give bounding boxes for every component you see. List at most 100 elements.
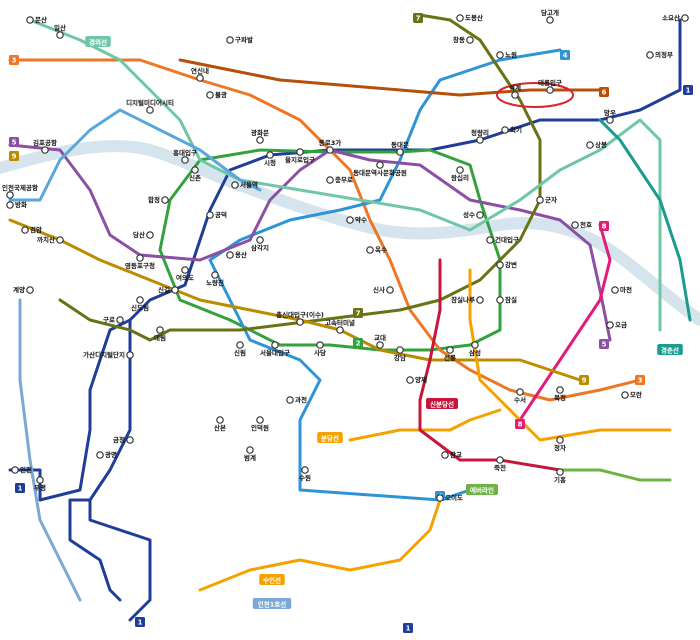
line-airport[interactable] bbox=[8, 108, 262, 202]
station-nowon[interactable]: 노원 bbox=[496, 50, 517, 59]
station-singil[interactable]: 신길 bbox=[158, 285, 179, 294]
station-marker[interactable] bbox=[406, 376, 414, 384]
station-marker[interactable] bbox=[226, 36, 234, 44]
station-marker[interactable] bbox=[146, 106, 154, 114]
station-incheon_airport[interactable]: 인천국제공항 bbox=[2, 183, 38, 199]
station-marker[interactable] bbox=[171, 286, 179, 294]
station-marker[interactable] bbox=[366, 246, 374, 254]
station-banghwa[interactable]: 방화 bbox=[6, 200, 27, 209]
station-marker[interactable] bbox=[476, 211, 484, 219]
station-marker[interactable] bbox=[536, 196, 544, 204]
station-marker[interactable] bbox=[26, 286, 34, 294]
station-jukjeon[interactable]: 죽전 bbox=[494, 456, 506, 472]
station-marker[interactable] bbox=[6, 201, 14, 209]
station-sinsa[interactable]: 신사 bbox=[373, 285, 394, 294]
station-marker[interactable] bbox=[556, 468, 564, 476]
line-everline[interactable] bbox=[558, 468, 672, 482]
station-soyosan[interactable]: 소요산 bbox=[662, 13, 689, 22]
station-marker[interactable] bbox=[256, 236, 264, 244]
station-bokjeong[interactable]: 복정 bbox=[554, 386, 566, 402]
station-marker[interactable] bbox=[231, 181, 239, 189]
station-marker[interactable] bbox=[36, 476, 44, 484]
station-bupyeong[interactable]: 부평 bbox=[34, 476, 46, 492]
station-gangnam[interactable]: 강남 bbox=[394, 346, 406, 362]
station-marker[interactable] bbox=[546, 86, 554, 94]
station-marker[interactable] bbox=[96, 451, 104, 459]
station-marker[interactable] bbox=[326, 146, 334, 154]
station-marker[interactable] bbox=[446, 346, 454, 354]
station-sangbong[interactable]: 상봉 bbox=[586, 140, 607, 149]
station-marker[interactable] bbox=[496, 456, 504, 464]
station-marker[interactable] bbox=[216, 416, 224, 424]
station-seoul_univ[interactable]: 서울대입구 bbox=[260, 341, 290, 357]
station-daerim[interactable]: 대림 bbox=[154, 326, 166, 342]
station-marker[interactable] bbox=[126, 351, 134, 359]
station-marker[interactable] bbox=[396, 148, 404, 156]
station-macheon[interactable]: 마천 bbox=[611, 285, 632, 294]
station-marker[interactable] bbox=[26, 16, 34, 24]
station-dongdaemun[interactable]: 동대문 bbox=[391, 140, 409, 156]
station-beomgye[interactable]: 범계 bbox=[244, 446, 256, 462]
station-marker[interactable] bbox=[236, 341, 244, 349]
station-marker[interactable] bbox=[516, 388, 524, 396]
station-marker[interactable] bbox=[56, 236, 64, 244]
station-mangu[interactable]: 망우 bbox=[604, 108, 616, 124]
station-giheung[interactable]: 기흥 bbox=[554, 468, 566, 484]
station-marker[interactable] bbox=[396, 346, 404, 354]
station-marker[interactable] bbox=[11, 466, 19, 474]
station-marker[interactable] bbox=[196, 74, 204, 82]
station-yongsan[interactable]: 용산 bbox=[226, 250, 247, 259]
station-marker[interactable] bbox=[21, 226, 29, 234]
station-express_bus[interactable]: 고속터미널 bbox=[325, 318, 355, 334]
line-8[interactable] bbox=[518, 223, 612, 422]
station-dobongsan[interactable]: 도봉산 bbox=[456, 13, 483, 22]
station-marker[interactable] bbox=[206, 91, 214, 99]
station-marker[interactable] bbox=[266, 151, 274, 159]
station-yeongdeungpo[interactable]: 영등포구청 bbox=[125, 254, 155, 270]
station-samseong[interactable]: 삼성 bbox=[469, 341, 481, 357]
station-wangsimni[interactable]: 왕십리 bbox=[451, 166, 469, 182]
station-marker[interactable] bbox=[326, 176, 334, 184]
station-marker[interactable] bbox=[41, 146, 49, 154]
station-marker[interactable] bbox=[496, 296, 504, 304]
line-4[interactable] bbox=[208, 48, 562, 502]
station-hoegi[interactable]: 회기 bbox=[501, 125, 522, 134]
station-seolleung[interactable]: 선릉 bbox=[444, 346, 456, 362]
station-marker[interactable] bbox=[346, 216, 354, 224]
station-cheongnyangni[interactable]: 청량리 bbox=[471, 128, 489, 144]
station-gwacheon[interactable]: 과천 bbox=[286, 395, 307, 404]
line-7[interactable] bbox=[58, 13, 542, 342]
line-bundang-south[interactable] bbox=[348, 408, 502, 442]
station-marker[interactable] bbox=[376, 161, 384, 169]
line-1-south[interactable] bbox=[88, 318, 152, 622]
station-marker[interactable] bbox=[181, 156, 189, 164]
station-isu[interactable]: 총신대입구(이수) bbox=[276, 310, 324, 326]
station-guro[interactable]: 구로 bbox=[103, 316, 124, 324]
station-marker[interactable] bbox=[486, 236, 494, 244]
station-marker[interactable] bbox=[606, 321, 614, 329]
line-5[interactable] bbox=[8, 143, 612, 342]
station-suwon[interactable]: 수원 bbox=[299, 466, 311, 482]
station-marker[interactable] bbox=[156, 326, 164, 334]
line-1[interactable] bbox=[8, 18, 682, 502]
station-geomam[interactable]: 검암 bbox=[21, 225, 42, 234]
station-gangbyeon[interactable]: 강변 bbox=[496, 260, 517, 269]
station-marker[interactable] bbox=[456, 166, 464, 174]
station-marker[interactable] bbox=[206, 211, 214, 219]
station-incheon[interactable]: 인천 bbox=[11, 465, 32, 474]
line-incheon1[interactable] bbox=[18, 298, 82, 602]
station-marker[interactable] bbox=[501, 126, 509, 134]
station-yeouido[interactable]: 여의도 bbox=[176, 266, 194, 282]
station-marker[interactable] bbox=[496, 51, 504, 59]
station-marker[interactable] bbox=[681, 14, 689, 22]
station-jamsil[interactable]: 잠실 bbox=[496, 295, 517, 304]
station-yeonsinnae[interactable]: 연신내 bbox=[191, 66, 209, 82]
station-marker[interactable] bbox=[556, 386, 564, 394]
station-jeongja[interactable]: 정자 bbox=[554, 436, 566, 452]
station-yaksu[interactable]: 약수 bbox=[346, 215, 367, 224]
station-dongdaemun_hist[interactable]: 동대문역사문화공원 bbox=[353, 161, 407, 177]
station-marker[interactable] bbox=[546, 16, 554, 24]
station-changdong[interactable]: 창동 bbox=[453, 35, 474, 44]
station-uijeongbu_st[interactable]: 의정부 bbox=[646, 50, 673, 59]
station-sadang[interactable]: 사당 bbox=[314, 341, 326, 357]
